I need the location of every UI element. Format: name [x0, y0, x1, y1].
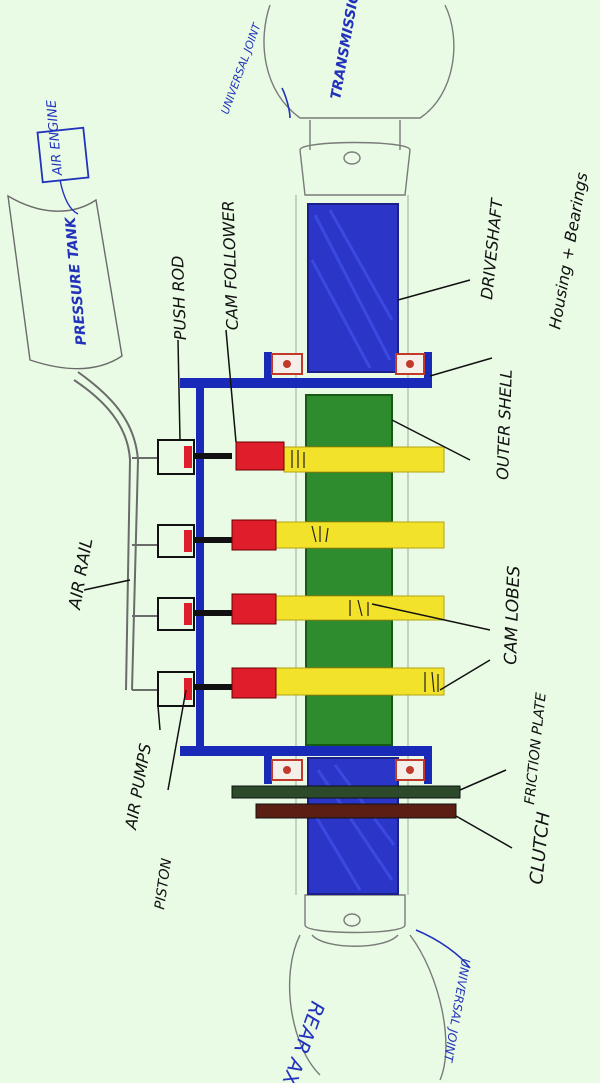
label-air-engine: AIR ENGINE: [44, 98, 66, 176]
label-cam-lobes: CAM LOBES: [501, 565, 524, 665]
cam-follower-3: [231, 593, 277, 625]
label-universal-joint-top: UNIVERSAL JOINT: [219, 20, 264, 116]
push-rod-2: [194, 537, 232, 543]
air-rail: [73, 371, 158, 691]
label-pressure-tank: PRESSURE TANK: [63, 215, 90, 346]
cam-follower-4: [231, 667, 277, 699]
label-outer-shell: OUTER SHELL: [493, 369, 516, 480]
cam-lobe-1: [283, 446, 445, 473]
label-universal-joint-bottom: UNIVERSAL JOINT: [441, 957, 473, 1064]
label-clutch: CLUTCH: [526, 810, 555, 885]
friction-plate: [231, 785, 461, 799]
push-rod-4: [194, 684, 232, 690]
label-piston: PISTON: [152, 857, 175, 911]
push-rod-3: [194, 610, 232, 616]
rear-axle-outline: [288, 894, 447, 1081]
bearings: [271, 353, 425, 781]
cam-lobe-2: [275, 521, 445, 549]
pressure-tank-outline: [7, 194, 123, 370]
label-transmission: TRANSMISSION: [328, 0, 365, 101]
label-rear-axle: REAR AXLE: [269, 998, 330, 1083]
cam-follower-2: [231, 519, 277, 551]
frame: [180, 352, 432, 784]
label-air-rail: AIR RAIL: [65, 537, 97, 612]
cam-lobes: [275, 446, 445, 696]
piston-1: [184, 446, 192, 468]
label-housing-bearings: Housing + Bearings: [545, 171, 591, 331]
push-rod-1: [194, 453, 232, 459]
drive-shaft-hatching: [310, 209, 396, 891]
label-push-rod: PUSH ROD: [168, 255, 190, 340]
label-cam-follower: CAM FOLLOWER: [218, 200, 242, 330]
label-air-pumps: AIR PUMPS: [121, 742, 155, 832]
clutch: [255, 803, 457, 819]
piston-3: [184, 603, 192, 625]
cam-follower-1: [235, 441, 285, 471]
cam-lobe-4: [275, 667, 445, 696]
piston-2: [184, 530, 192, 552]
outer-shell: [305, 394, 393, 746]
label-drive-shaft: DRIVESHAFT: [477, 196, 507, 300]
air-pump-assembly: [157, 439, 285, 707]
piston-4: [184, 678, 192, 700]
air-engine-box: [36, 126, 90, 184]
transmission-outline: [263, 4, 455, 196]
leader-lines: [83, 279, 513, 849]
label-friction-plate: FRICTION PLATE: [522, 692, 550, 806]
